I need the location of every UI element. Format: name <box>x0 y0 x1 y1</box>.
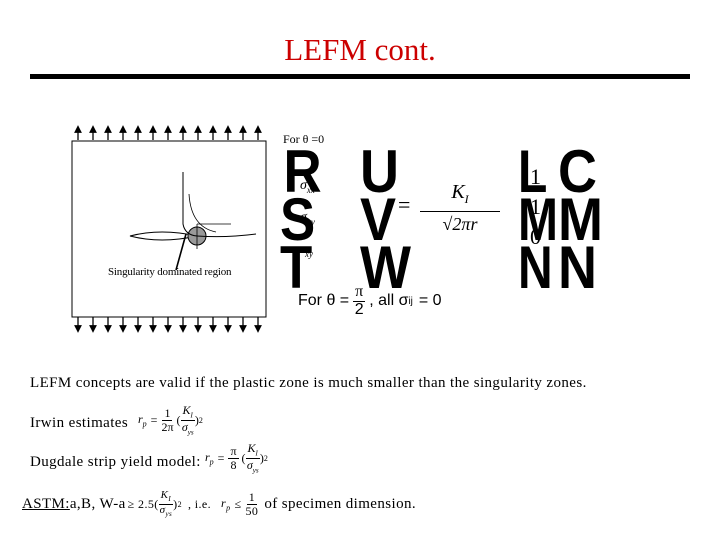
cracked-plate-figure <box>71 125 267 333</box>
theta-condition: For θ = π 2 , all σ ij = 0 <box>298 283 442 318</box>
title-underline <box>30 74 690 79</box>
stress-curve <box>182 172 257 238</box>
bracket-values: 1 1 0 <box>530 164 541 249</box>
theta-zero-label: For θ =0 <box>283 132 325 146</box>
crack <box>129 231 198 241</box>
equals-sign: = <box>398 192 411 217</box>
slide-title: LEFM cont. <box>284 32 436 67</box>
zone-pointer <box>175 233 187 271</box>
top-load-arrows <box>74 125 262 140</box>
singularity-region-label: Singularity dominated region <box>108 266 232 278</box>
ki-fraction: KI √2πr <box>420 180 500 236</box>
irwin-label: Irwin estimates <box>30 415 129 431</box>
astm-label: ASTM: <box>22 495 70 512</box>
bottom-load-arrows <box>74 317 262 333</box>
lefm-validity-statement: LEFM concepts are valid if the plastic z… <box>30 375 587 391</box>
pi-over-two: π 2 <box>353 283 366 318</box>
plate-outline <box>71 140 267 318</box>
stress-curve-inner <box>188 193 217 233</box>
stress-components-col: σxx σyy τxy <box>300 178 315 259</box>
dugdale-label: Dugdale strip yield model: <box>30 454 201 470</box>
